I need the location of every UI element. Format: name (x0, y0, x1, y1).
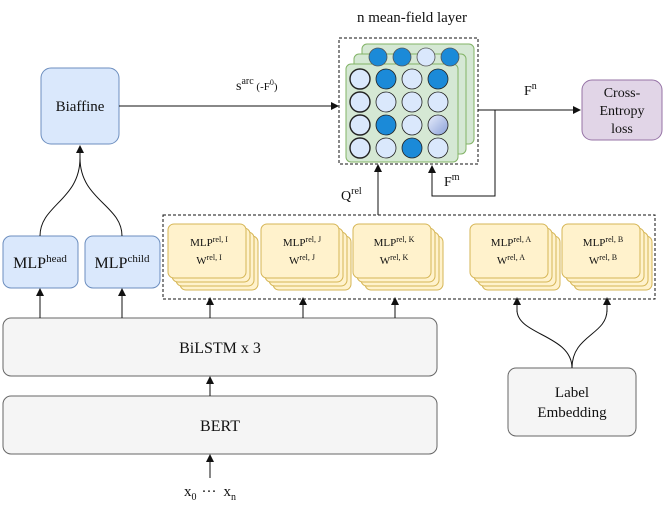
cross-entropy-block (581, 79, 663, 141)
cross-entropy-line-2: Entropy (599, 104, 644, 119)
q-rel-sup: rel (351, 186, 362, 197)
mean-field-node (349, 91, 371, 113)
mlp-child-label: MLPchild (95, 253, 150, 272)
mean-field-node (349, 137, 371, 159)
mlp-head-sup: head (46, 253, 67, 265)
mean-field-node (427, 114, 449, 136)
bilstm-block (2, 317, 438, 377)
mean-field-container (338, 37, 479, 165)
mean-field-node (401, 68, 423, 90)
rel-card-stack: MLPrel, J Wrel, J (260, 223, 352, 291)
label-embedding-line-2: Embedding (537, 405, 607, 421)
mean-field-node (427, 91, 449, 113)
rel-card-w: Wrel, K (380, 253, 409, 267)
rel-card (167, 223, 247, 279)
label-embedding-line-1: Label (555, 385, 589, 401)
mean-field-node (427, 137, 449, 159)
s-arc-close: ) (274, 81, 278, 93)
rel-card (561, 223, 641, 279)
rel-card-mlp: MLPrel, J (283, 235, 321, 249)
s-arc-rest-sup: 0 (270, 78, 274, 87)
rel-card (260, 223, 340, 279)
rel-card-stack: MLPrel, I Wrel, I (167, 223, 259, 291)
label-embedding-block (507, 367, 637, 437)
bilstm-label: BiLSTM x 3 (179, 340, 261, 357)
back-node (368, 47, 388, 67)
x0-base: x (184, 484, 192, 500)
mean-field-node (375, 114, 397, 136)
mean-field-node (401, 114, 423, 136)
rel-card (352, 223, 432, 279)
rel-card-mlp: MLPrel, B (583, 235, 623, 249)
s-arc-rest: (-F (254, 81, 270, 93)
mean-field-node (375, 68, 397, 90)
back-node (392, 47, 412, 67)
input-ellipsis: ··· (202, 484, 217, 500)
rel-card-mlp: MLPrel, K (374, 235, 415, 249)
mean-field-node (375, 91, 397, 113)
mlp-child-sup: child (127, 253, 149, 265)
mlp-head-base: MLP (13, 255, 46, 272)
mean-field-node (401, 137, 423, 159)
mean-field-node (349, 114, 371, 136)
rel-cards-container (162, 214, 656, 300)
diagram-title: n mean-field layer (357, 10, 467, 26)
rel-card-w: Wrel, A (497, 253, 525, 267)
fm-base: F (444, 175, 452, 190)
rel-card-stack: MLPrel, B Wrel, B (561, 223, 653, 291)
x0-sub: 0 (192, 492, 197, 503)
mean-field-node (349, 68, 371, 90)
s-arc-sup: arc (241, 76, 254, 87)
mlp-child-base: MLP (95, 255, 128, 272)
s-arc-base: s (236, 79, 241, 94)
rel-card-stack: MLPrel, A Wrel, A (469, 223, 561, 291)
label-embedding-to-rel-b (571, 309, 608, 369)
mean-field-node (427, 68, 449, 90)
rel-card (469, 223, 549, 279)
mlp-head-label: MLPhead (13, 253, 67, 272)
biaffine-label: Biaffine (56, 99, 105, 115)
back-node (416, 47, 436, 67)
rel-card-stack: MLPrel, K Wrel, K (352, 223, 444, 291)
mlp-head-to-biaffine (39, 157, 81, 237)
mean-field-stack (345, 43, 475, 163)
fm-feedback-arrow (428, 110, 496, 197)
rel-card-mlp: MLPrel, I (190, 235, 228, 249)
bert-label: BERT (200, 418, 240, 435)
fm-sup: m (452, 172, 460, 183)
rel-card-mlp: MLPrel, A (491, 235, 532, 249)
rel-card-w: Wrel, I (196, 253, 222, 267)
cross-entropy-line-3: loss (611, 122, 633, 137)
xn-base: x (224, 484, 232, 500)
fn-label: Fn (524, 81, 537, 99)
fn-base: F (524, 84, 532, 99)
input-tokens: x0···xn (184, 484, 236, 503)
mlp-child-to-biaffine (79, 157, 123, 237)
q-rel-label: Qrel (341, 186, 362, 204)
back-node (440, 47, 460, 67)
cross-entropy-line-1: Cross- (604, 86, 641, 101)
q-rel-base: Q (341, 189, 351, 204)
mean-field-node (375, 137, 397, 159)
mean-field-node (401, 91, 423, 113)
rel-card-w: Wrel, J (289, 253, 315, 267)
fm-label: Fm (444, 172, 460, 190)
xn-sub: n (231, 492, 236, 503)
s-arc-label: sarc (-F0) (236, 76, 278, 94)
label-embedding-to-rel-a (516, 309, 573, 369)
fn-sup: n (532, 81, 537, 92)
rel-card-w: Wrel, B (589, 253, 617, 267)
bert-block (2, 395, 438, 455)
